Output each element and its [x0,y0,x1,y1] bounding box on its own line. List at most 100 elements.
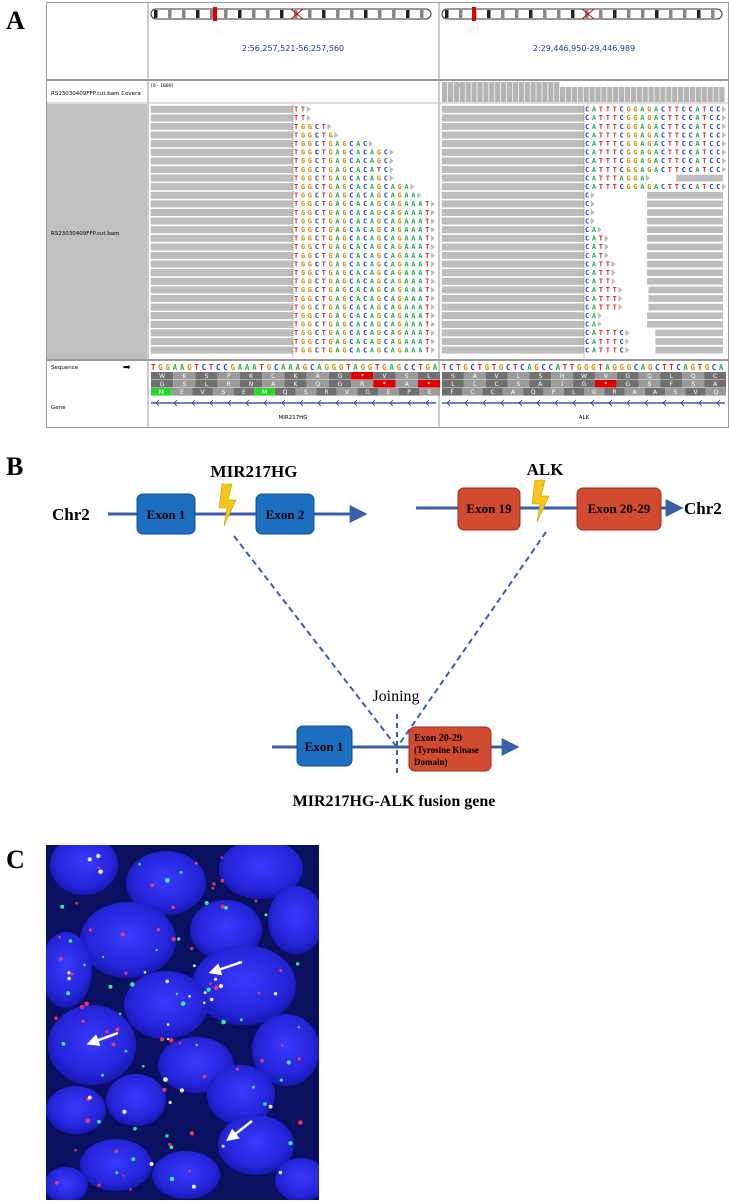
read-base: T [606,303,610,311]
read-base: T [425,321,429,329]
reference-base: T [418,363,423,372]
read-base: A [418,235,423,243]
read-base: G [626,123,630,131]
read-base: C [384,243,388,251]
read-base: C [585,200,589,208]
fish-signals [54,853,303,1191]
reference-base: G [324,363,329,372]
amino-acid: G [625,373,630,380]
read-base: C [363,338,367,346]
read-base: C [384,295,388,303]
read-base: A [335,329,340,337]
read-base: G [398,217,402,225]
read-base: A [592,252,597,260]
read-base: T [322,235,326,243]
read-base: A [391,286,396,294]
amino-acid: Q [531,389,536,396]
read-base: C [349,235,353,243]
reference-base: T [563,363,568,372]
read-base: A [335,235,340,243]
read-base: C [709,157,713,165]
read-base: C [363,321,367,329]
reference-base: T [669,363,674,372]
read-base: A [370,192,375,200]
read-base: C [315,226,319,234]
read-base: G [377,157,381,165]
read-base: T [425,329,429,337]
read-base: C [384,226,388,234]
read-base: C [315,209,319,217]
read-base: C [315,269,319,277]
amino-acid: W [581,373,587,380]
read-base: A [370,321,375,329]
read-base: A [356,209,361,217]
read-base: G [308,346,312,354]
read-base: A [335,166,340,174]
read-base: G [301,149,305,157]
read-base: C [709,166,713,174]
read-base: A [391,321,396,329]
read-base: C [585,252,589,260]
read-base: G [647,131,651,139]
reference-base: T [209,363,214,372]
read-base: T [294,303,298,311]
read-base: G [308,217,312,225]
read-base: C [363,260,367,268]
read-base: G [329,269,333,277]
amino-acid: V [382,373,387,380]
read-base: C [384,183,388,191]
read-base: T [322,174,326,182]
panel-label-b: B [6,452,24,481]
amino-acid: S [205,373,209,380]
read-base: T [599,183,603,191]
amino-acid: P [407,389,411,396]
read-base: C [349,329,353,337]
read-base: C [349,149,353,157]
read-base: G [308,226,312,234]
read-base: T [668,157,672,165]
reference-base: T [194,363,199,372]
read-base: G [377,303,381,311]
read-base: G [301,329,305,337]
strand-arrow-icon[interactable]: ➡ [123,363,131,373]
reference-base: C [310,363,315,372]
read-base: C [585,183,589,191]
read-base: T [425,217,429,225]
exon-1-label: Exon 1 [147,507,186,522]
read-base: T [613,149,617,157]
read-base: G [342,183,346,191]
read-base: G [647,166,651,174]
read-base: C [585,243,589,251]
read-base: G [308,260,312,268]
read-base: T [606,346,610,354]
read-base: A [411,312,416,320]
read-base: G [633,106,637,114]
read-base: T [322,252,326,260]
read-base: A [404,338,409,346]
read-base: C [709,106,713,114]
read-base: A [335,226,340,234]
read-base: T [294,278,298,286]
read-base: A [592,295,597,303]
read-base: T [425,200,429,208]
read-base: C [315,174,319,182]
read-base: A [404,303,409,311]
read-base: C [315,312,319,320]
read-base: C [716,157,720,165]
read-base: T [294,174,298,182]
read-base: C [349,217,353,225]
read-base: A [640,166,645,174]
read-base: A [391,243,396,251]
read-base: G [626,149,630,157]
read-base: A [335,303,340,311]
amino-acid: R [324,389,328,396]
read-base: C [716,140,720,148]
read-base: C [585,321,589,329]
read-base: A [370,252,375,260]
read-base: A [418,312,423,320]
read-base: T [606,131,610,139]
read-base: G [301,338,305,346]
read-base: A [592,286,597,294]
read-base: G [308,269,312,277]
read-base: A [404,226,409,234]
